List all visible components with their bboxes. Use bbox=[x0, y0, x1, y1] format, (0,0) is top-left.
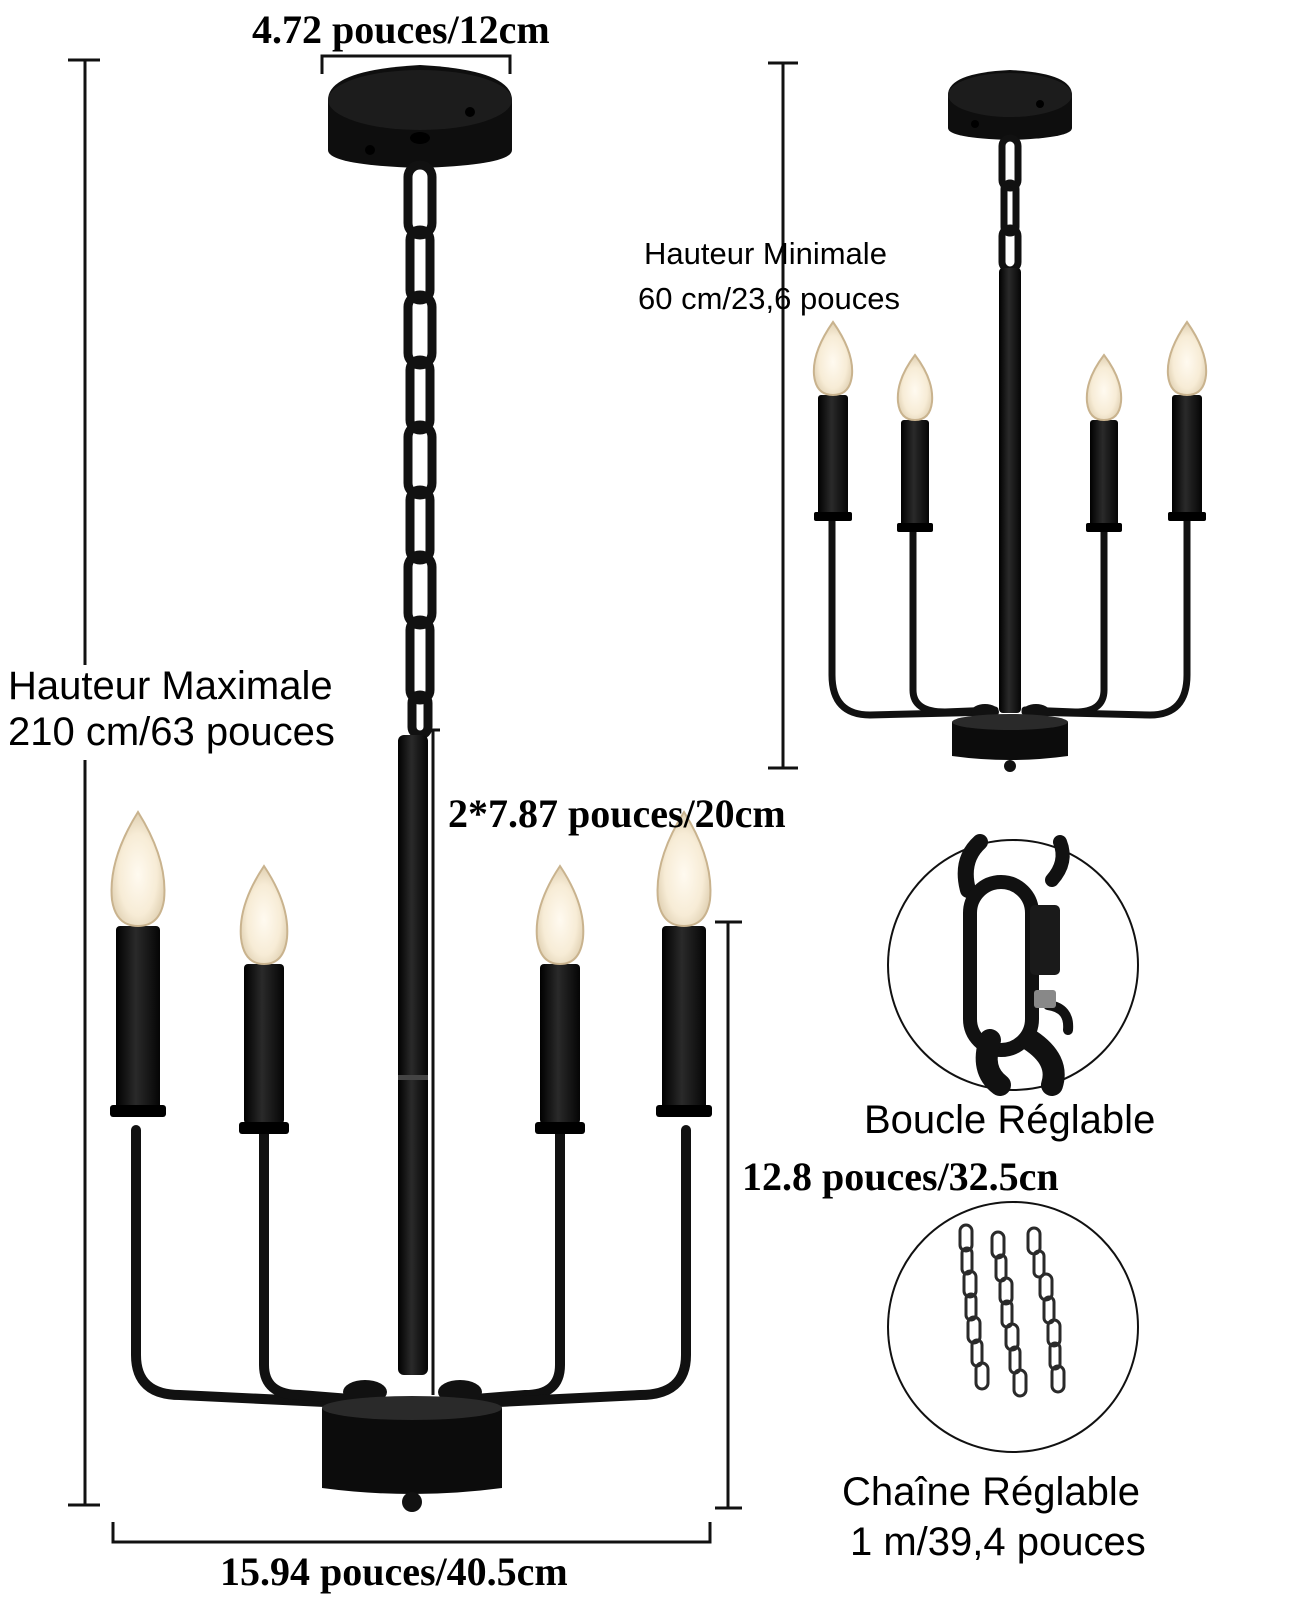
buckle-detail-circle bbox=[887, 834, 1139, 1096]
chain-detail-circle bbox=[887, 1201, 1139, 1453]
min-bulbs bbox=[812, 320, 1208, 422]
canopy-width-label: 4.72 pouces/12cm bbox=[252, 7, 550, 52]
buckle-label: Boucle Réglable bbox=[864, 1098, 1156, 1142]
body-height-label: 12.8 pouces/32.5cn bbox=[742, 1154, 1059, 1199]
chain-title: Chaîne Réglable bbox=[842, 1470, 1140, 1514]
dimension-lines-main bbox=[68, 54, 742, 1544]
min-chain bbox=[998, 134, 1022, 274]
main-chain bbox=[403, 160, 437, 740]
main-base bbox=[322, 1380, 502, 1512]
main-bulbs bbox=[110, 810, 712, 966]
min-candle-sleeves bbox=[814, 395, 1206, 532]
main-rod bbox=[398, 735, 428, 1375]
min-height-value: 60 cm/23,6 pouces bbox=[638, 281, 900, 316]
max-height-value: 210 cm/63 pouces bbox=[8, 710, 335, 754]
min-canopy bbox=[948, 70, 1072, 140]
max-height-title: Hauteur Maximale bbox=[8, 664, 333, 708]
dimension-line-min bbox=[768, 61, 798, 770]
chain-value: 1 m/39,4 pouces bbox=[850, 1520, 1146, 1564]
main-chandelier bbox=[110, 65, 712, 1512]
rod-length-label: 2*7.87 pouces/20cm bbox=[448, 791, 786, 836]
main-candle-sleeves bbox=[110, 926, 712, 1134]
body-width-label: 15.94 pouces/40.5cm bbox=[220, 1549, 568, 1594]
min-rod bbox=[999, 268, 1021, 713]
min-chandelier bbox=[812, 70, 1208, 772]
min-height-title: Hauteur Minimale bbox=[644, 236, 887, 271]
main-canopy bbox=[328, 65, 512, 168]
main-arms bbox=[131, 1125, 691, 1410]
min-base bbox=[952, 704, 1068, 772]
min-arms bbox=[828, 516, 1191, 719]
